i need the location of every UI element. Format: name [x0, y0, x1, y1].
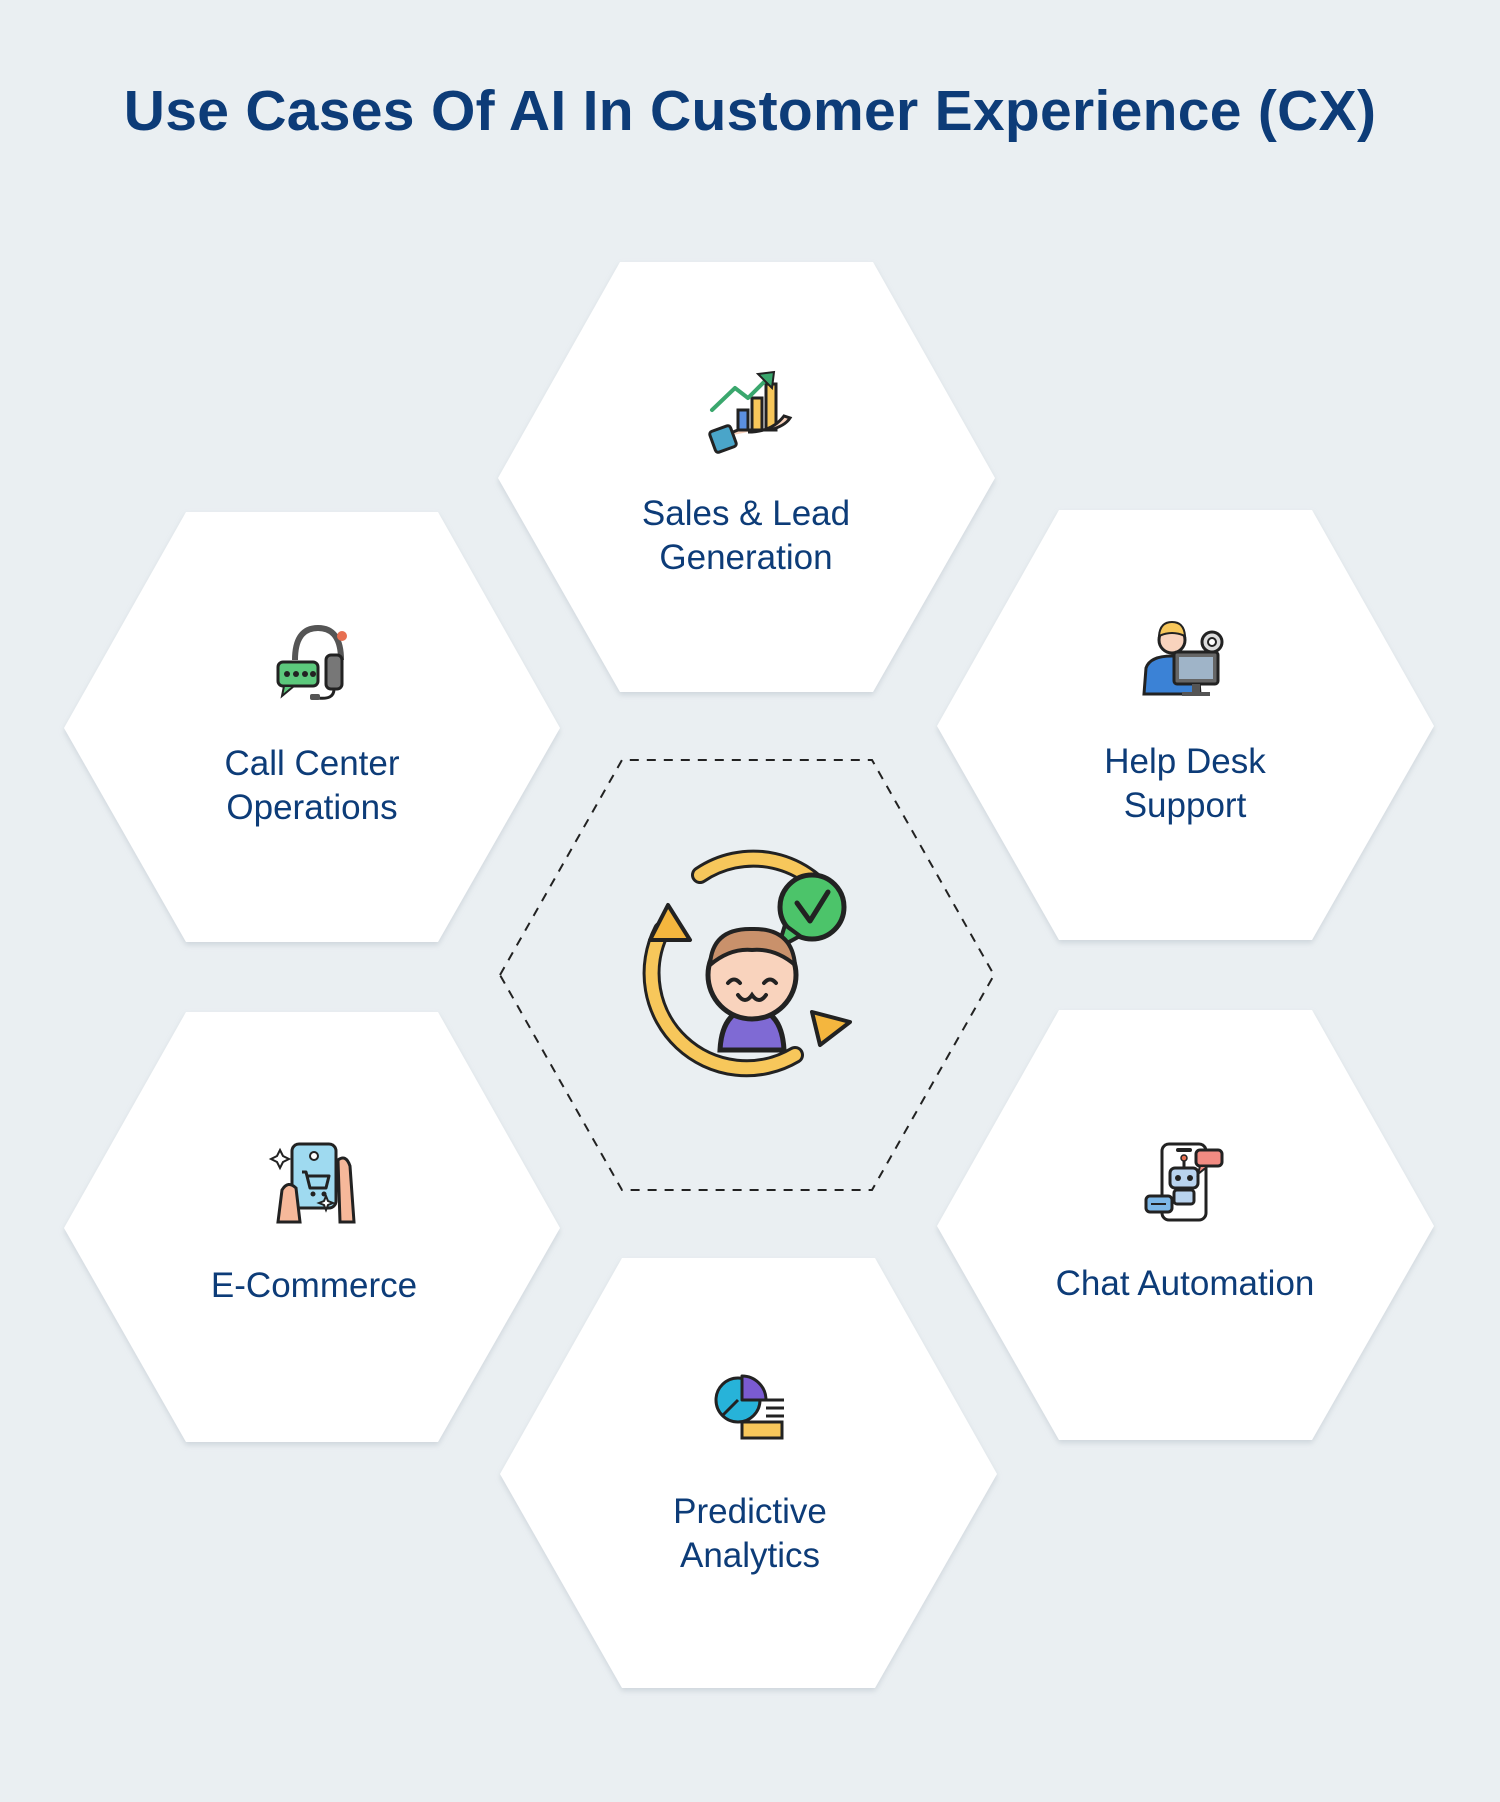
predictive-label-line-2: Analytics [680, 1536, 820, 1575]
mobile-shopping-cart-icon [268, 1142, 356, 1224]
customer-satisfaction-cycle-icon [642, 849, 852, 1078]
help-desk-label-line-1: Help Desk [1104, 742, 1266, 781]
use-case-sales-lead-generation: Sales & Lead Generation [498, 262, 995, 692]
center-hexagon-outline [498, 759, 996, 1191]
sales-label-line-2: Generation [659, 538, 832, 577]
hexagon-e-commerce [64, 1012, 560, 1442]
hexagon-call-center [64, 512, 560, 942]
hexagon-chat-automation [937, 1010, 1434, 1440]
use-case-help-desk-support: Help Desk Support [937, 510, 1434, 940]
e-commerce-label: E-Commerce [211, 1266, 417, 1305]
use-case-e-commerce: E-Commerce [64, 1012, 560, 1442]
help-desk-label-line-2: Support [1124, 786, 1247, 825]
hexagon-predictive [500, 1258, 997, 1688]
hexagon-sales [498, 262, 995, 692]
call-center-label-line-1: Call Center [224, 744, 399, 783]
chatbot-phone-icon [1144, 1142, 1224, 1222]
use-case-predictive-analytics: Predictive Analytics [500, 1258, 997, 1688]
center-hexagon [498, 759, 996, 1191]
hexagon-help-desk [937, 510, 1434, 940]
chat-automation-label: Chat Automation [1056, 1264, 1315, 1303]
page-title: Use Cases Of AI In Customer Experience (… [123, 79, 1377, 143]
headset-chat-icon [276, 624, 347, 700]
use-case-chat-automation: Chat Automation [937, 1010, 1434, 1440]
use-case-call-center-operations: Call Center Operations [64, 512, 560, 942]
predictive-label-line-1: Predictive [673, 1492, 827, 1531]
support-agent-computer-icon [1142, 620, 1224, 696]
pie-chart-report-icon [714, 1374, 784, 1440]
sales-label-line-1: Sales & Lead [642, 494, 850, 533]
call-center-label-line-2: Operations [226, 788, 397, 827]
growth-chart-hand-icon [708, 370, 793, 454]
